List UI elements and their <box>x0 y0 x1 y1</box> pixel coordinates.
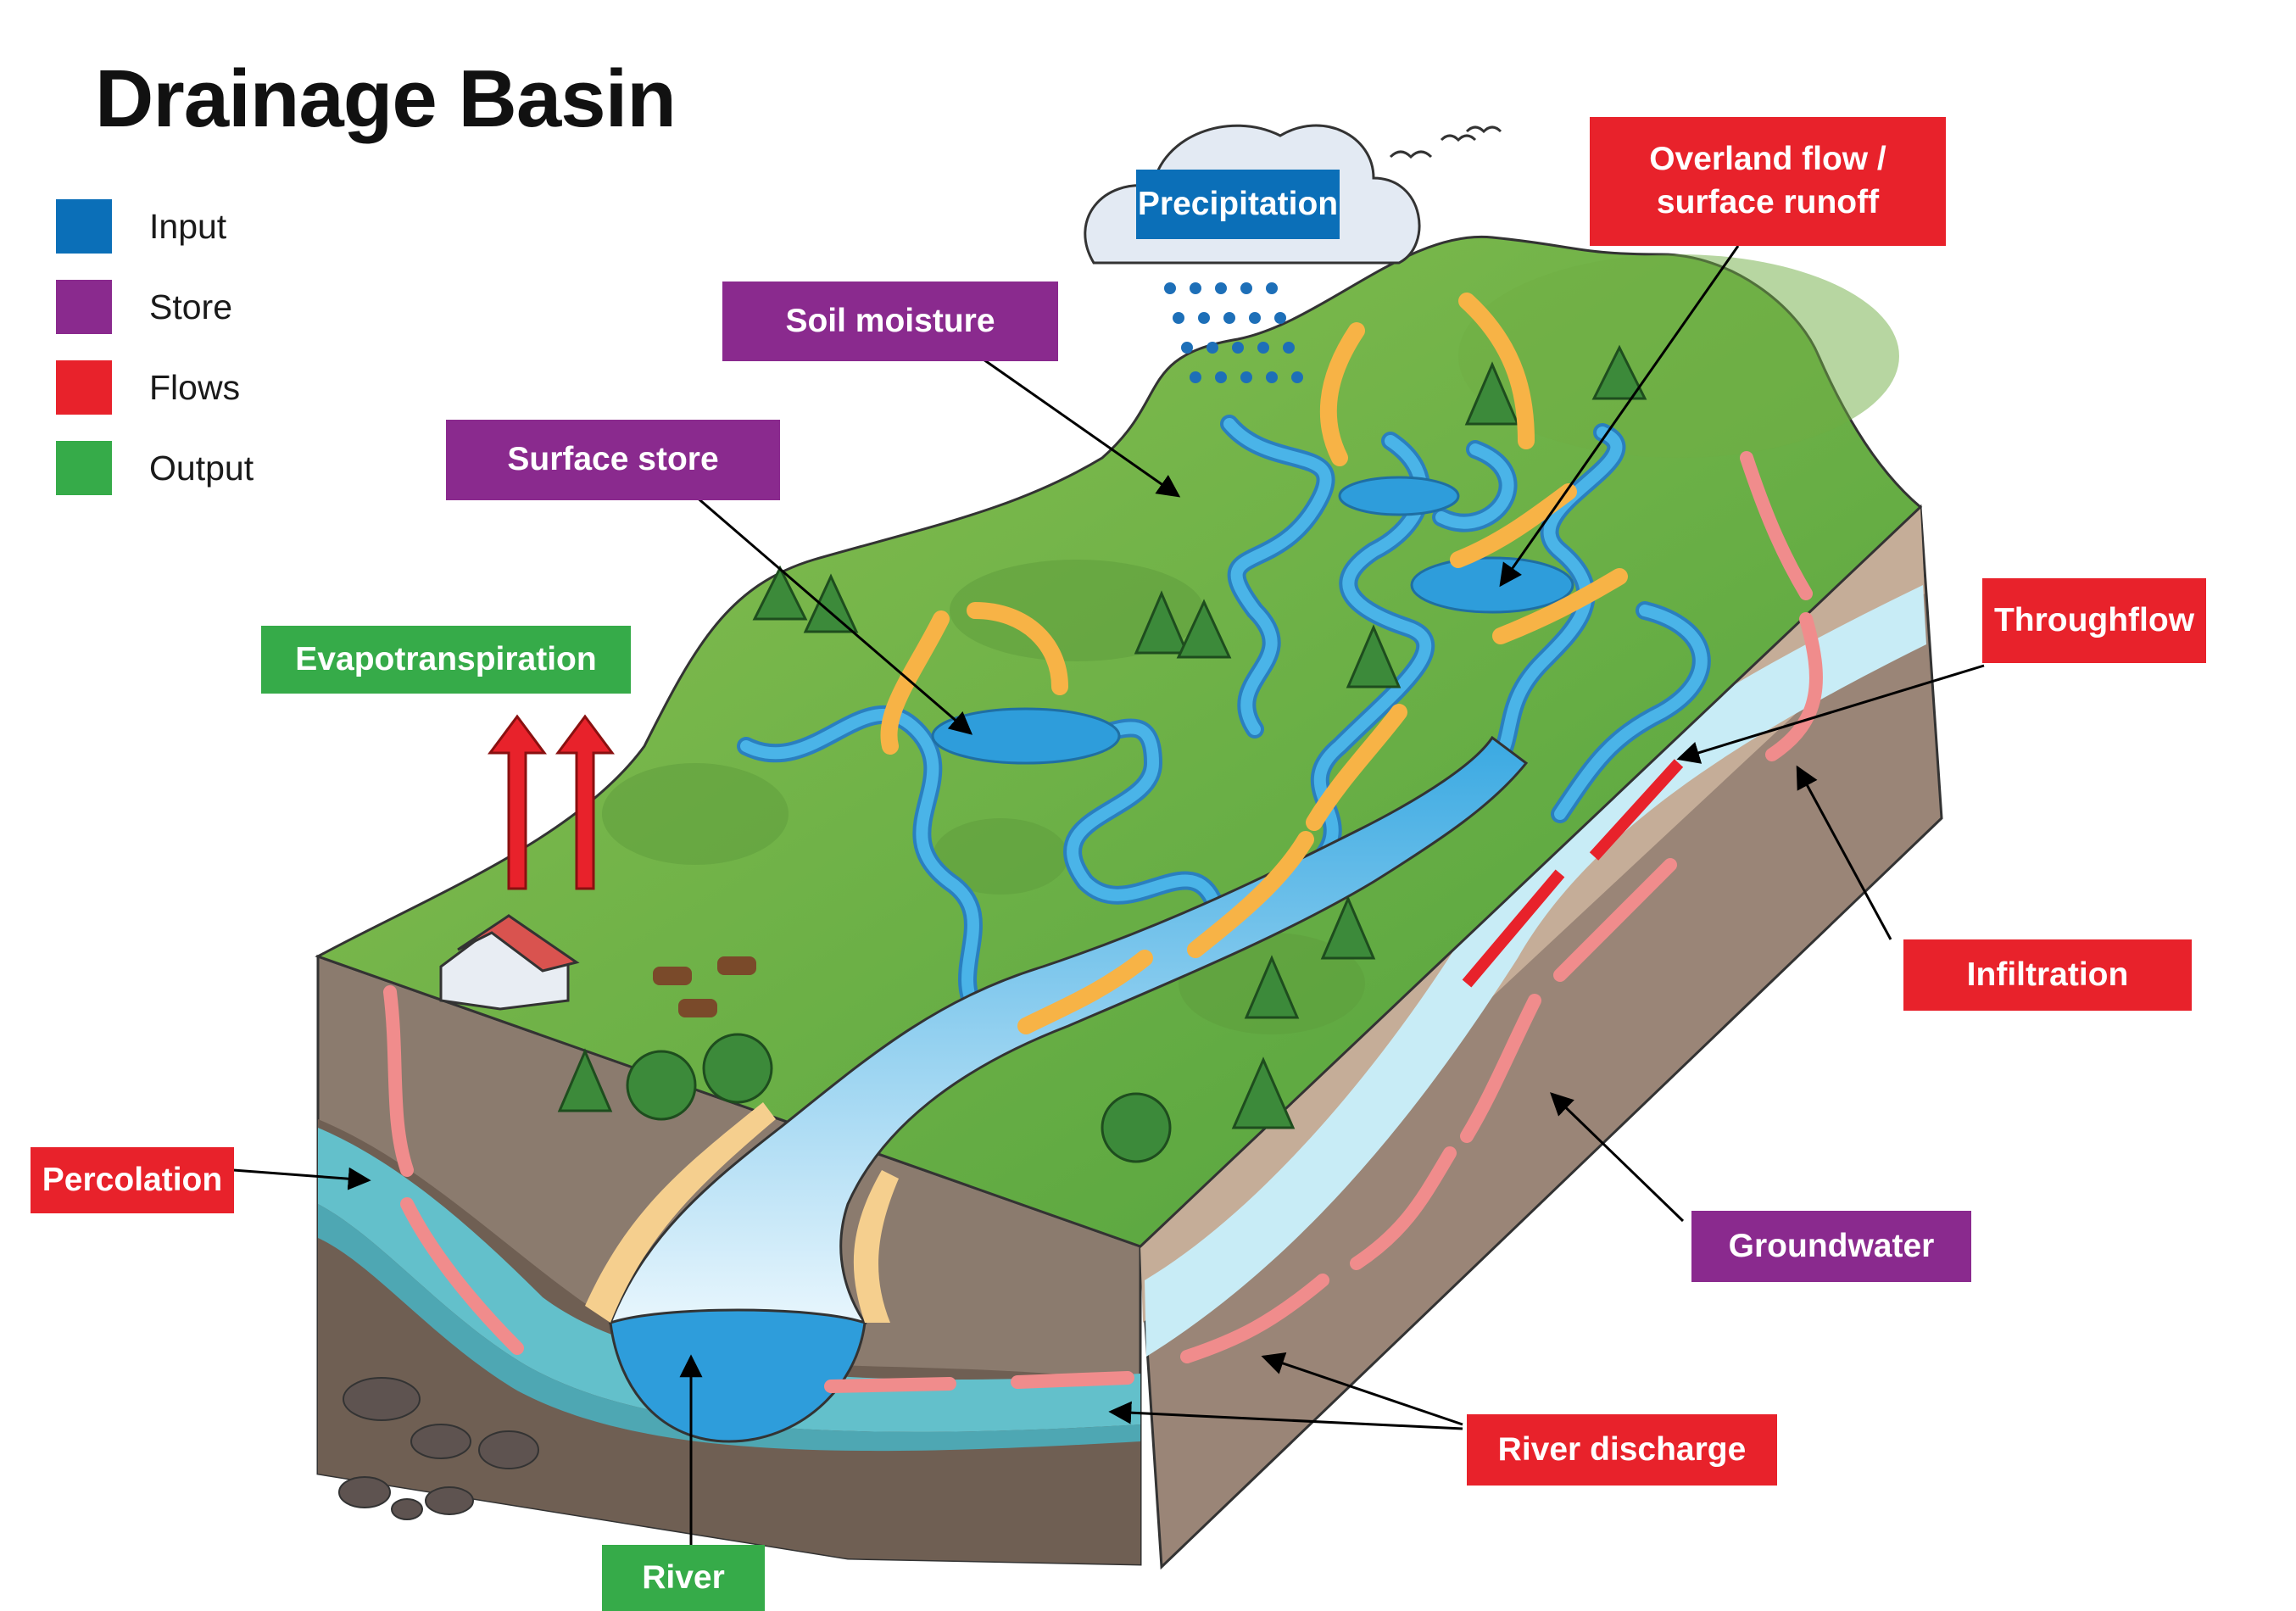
legend-swatch-store <box>56 280 112 334</box>
label-river-discharge: River discharge <box>1467 1414 1777 1486</box>
rain-drops-icon <box>1164 282 1303 383</box>
house <box>439 914 580 1011</box>
overland-flow-arrows <box>880 293 1628 1034</box>
main-river <box>585 735 1529 1443</box>
legend-item-flows: Flows <box>56 360 254 415</box>
legend-label: Store <box>149 287 232 326</box>
label-throughflow: Throughflow <box>1982 578 2206 663</box>
legend-item-input: Input <box>56 199 254 254</box>
legend-item-output: Output <box>56 441 254 495</box>
label-infiltration: Infiltration <box>1903 939 2192 1011</box>
throughflow-arrows <box>1462 759 1684 988</box>
legend-label: Output <box>149 448 254 488</box>
surface-lakes <box>931 476 1574 765</box>
label-groundwater: Groundwater <box>1691 1211 1971 1282</box>
label-evapotranspiration: Evapotranspiration <box>261 626 631 694</box>
label-overland-flow: Overland flow / surface runoff <box>1590 117 1946 246</box>
legend-swatch-output <box>56 441 112 495</box>
label-overland-flow-line2: surface runoff <box>1656 184 1880 220</box>
leader-lines <box>232 245 1985 1550</box>
label-soil-moisture: Soil moisture <box>722 282 1058 361</box>
landscape-top <box>315 235 1923 1248</box>
legend-swatch-input <box>56 199 112 254</box>
label-overland-flow-line1: Overland flow / <box>1649 141 1886 178</box>
legend: Input Store Flows Output <box>56 199 254 521</box>
legend-item-store: Store <box>56 280 254 334</box>
groundwater-flow-arrows <box>383 451 1823 1393</box>
label-river: River <box>602 1545 765 1611</box>
rocks <box>338 1377 539 1520</box>
legend-label: Input <box>149 206 227 246</box>
trees <box>557 344 1647 1163</box>
legend-label: Flows <box>149 367 241 407</box>
page-title: Drainage Basin <box>95 53 677 144</box>
legend-swatch-flows <box>56 360 112 415</box>
cows <box>653 956 756 1017</box>
evapotranspiration-arrows <box>488 714 615 890</box>
birds-icon <box>1389 125 1502 159</box>
label-surface-store: Surface store <box>446 420 780 500</box>
label-precipitation: Precipitation <box>1136 170 1340 239</box>
label-percolation: Percolation <box>31 1147 234 1213</box>
groundwater-layer <box>318 585 1926 1452</box>
